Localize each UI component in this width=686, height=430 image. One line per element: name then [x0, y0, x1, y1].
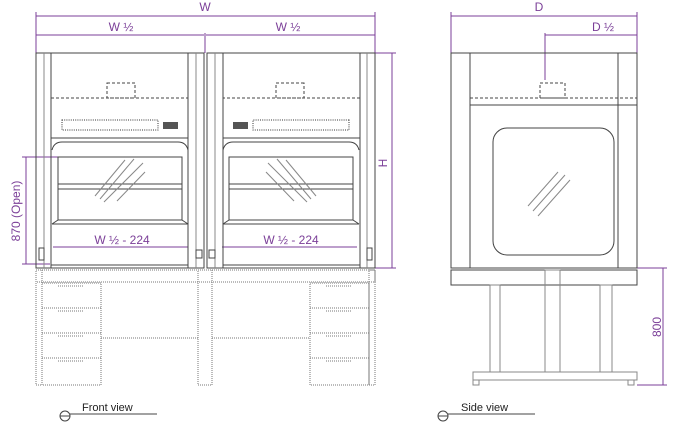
- side-view-title: Side view: [461, 402, 508, 414]
- front-view-marker: [59, 410, 157, 422]
- dim-opening-right-label: W ½ - 224: [263, 233, 319, 247]
- front-dimensions: [22, 12, 396, 269]
- base-cabinets-front: [35, 269, 376, 386]
- front-view-title: Front view: [82, 402, 133, 414]
- switch-panel: [163, 122, 178, 129]
- dim-depth-label: D: [535, 0, 544, 14]
- dim-width-label: W: [199, 0, 211, 14]
- dim-half-width-left-label: W ½: [109, 20, 134, 34]
- dim-height-label: H: [376, 159, 390, 168]
- hood-unit-left: [35, 52, 205, 269]
- dim-half-depth-label: D ½: [592, 20, 614, 34]
- dim-half-width-right-label: W ½: [276, 20, 301, 34]
- side-view-marker: [437, 410, 535, 422]
- dim-opening-left-label: W ½ - 224: [94, 233, 150, 247]
- dim-bench-height-label: 800: [650, 317, 664, 337]
- hood-side: [450, 52, 638, 269]
- base-side: [450, 269, 638, 386]
- louvre-vent: [61, 119, 159, 131]
- side-dimensions: [450, 12, 667, 386]
- dim-sash-open-label: 870 (Open): [9, 181, 23, 242]
